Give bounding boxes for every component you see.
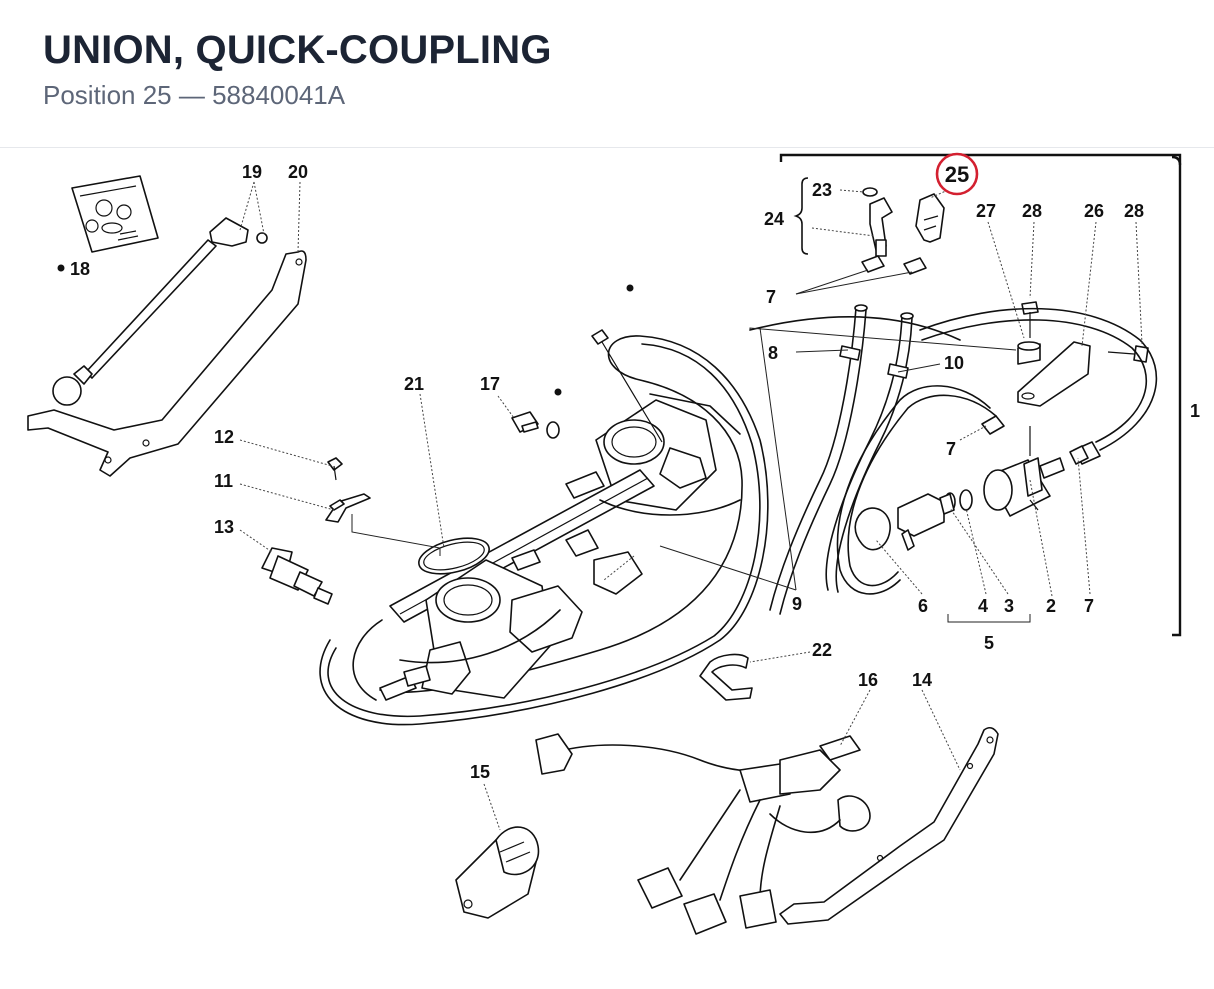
callout-5: 5 xyxy=(984,633,994,653)
part-23-o-ring[interactable] xyxy=(862,187,878,197)
leader-lines xyxy=(239,181,1143,831)
part-6-return-hose[interactable] xyxy=(836,385,997,595)
callout-6: 6 xyxy=(918,596,928,616)
part-10-hose[interactable] xyxy=(825,312,914,593)
part-24-union-elbow[interactable] xyxy=(861,197,893,273)
part-8-hose[interactable] xyxy=(769,304,868,615)
callout-20: 20 xyxy=(288,162,308,182)
callout-28-left: 28 xyxy=(1022,201,1042,221)
callout-1: 1 xyxy=(1190,401,1200,421)
callout-16: 16 xyxy=(858,670,878,690)
assembly-bracket-1 xyxy=(779,153,1182,637)
part-14-harness-bracket[interactable] xyxy=(779,726,999,925)
part-18-gasket-kit[interactable] xyxy=(57,175,159,272)
throttle-body-assembly[interactable] xyxy=(319,284,961,726)
callout-17: 17 xyxy=(480,374,500,394)
part-5-regulator-kit[interactable] xyxy=(854,493,955,551)
page-title: UNION, QUICK-COUPLING xyxy=(43,28,552,72)
part-28-screw-side[interactable] xyxy=(1107,345,1149,363)
part-7-hose-clamp-lower[interactable] xyxy=(1069,445,1089,465)
callout-labels: 19 20 18 12 11 13 21 17 23 24 7 8 10 27 … xyxy=(70,162,1200,782)
callout-28-right: 28 xyxy=(1124,201,1144,221)
bullet-dot-icon xyxy=(57,264,65,272)
callout-13: 13 xyxy=(214,517,234,537)
callout-19: 19 xyxy=(242,162,262,182)
part-19-link-rod[interactable] xyxy=(52,217,268,406)
callout-26: 26 xyxy=(1084,201,1104,221)
callout-2: 2 xyxy=(1046,596,1056,616)
callout-27: 27 xyxy=(976,201,996,221)
callout-3: 3 xyxy=(1004,596,1014,616)
callout-9: 9 xyxy=(792,594,802,614)
part-12-screw[interactable] xyxy=(327,457,343,481)
callout-10: 10 xyxy=(944,353,964,373)
part-25-union-quick-coupling[interactable] xyxy=(903,193,945,275)
part-15-sensor[interactable] xyxy=(455,826,540,919)
callout-14: 14 xyxy=(912,670,932,690)
callout-15: 15 xyxy=(470,762,490,782)
part-20-support-bracket[interactable] xyxy=(27,250,307,477)
callout-18: 18 xyxy=(70,259,90,279)
callout-24: 24 xyxy=(764,209,784,229)
part-13-injector[interactable] xyxy=(261,547,333,605)
part-16-wiring-harness[interactable] xyxy=(535,733,871,935)
callout-22: 22 xyxy=(812,640,832,660)
callout-25: 25 xyxy=(945,162,969,187)
brace-24 xyxy=(793,177,809,255)
callout-7-bottom: 7 xyxy=(1084,596,1094,616)
part-7-hose-clamp-right[interactable] xyxy=(981,415,1005,435)
part-17-fitting[interactable] xyxy=(511,388,562,439)
part-2-pressure-regulator[interactable] xyxy=(983,426,1065,517)
highlight-position-25[interactable]: 25 xyxy=(935,152,979,196)
callout-7-top: 7 xyxy=(766,287,776,307)
callout-11: 11 xyxy=(214,471,233,491)
callout-12: 12 xyxy=(214,427,234,447)
part-22-clamp[interactable] xyxy=(699,653,753,701)
highlight-ring xyxy=(935,152,979,196)
part-11-clip[interactable] xyxy=(325,493,371,523)
page-header: UNION, QUICK-COUPLING Position 25 — 5884… xyxy=(0,0,1214,148)
page-subtitle: Position 25 — 58840041A xyxy=(43,80,346,110)
part-27-rubber-mount[interactable] xyxy=(1017,341,1041,365)
part-26-mounting-bracket[interactable] xyxy=(1017,341,1091,407)
callout-4: 4 xyxy=(978,596,988,616)
callout-7-middle: 7 xyxy=(946,439,956,459)
callout-8: 8 xyxy=(768,343,778,363)
callout-23: 23 xyxy=(812,180,832,200)
callout-21: 21 xyxy=(404,374,424,394)
part-4-o-ring[interactable] xyxy=(959,489,973,511)
